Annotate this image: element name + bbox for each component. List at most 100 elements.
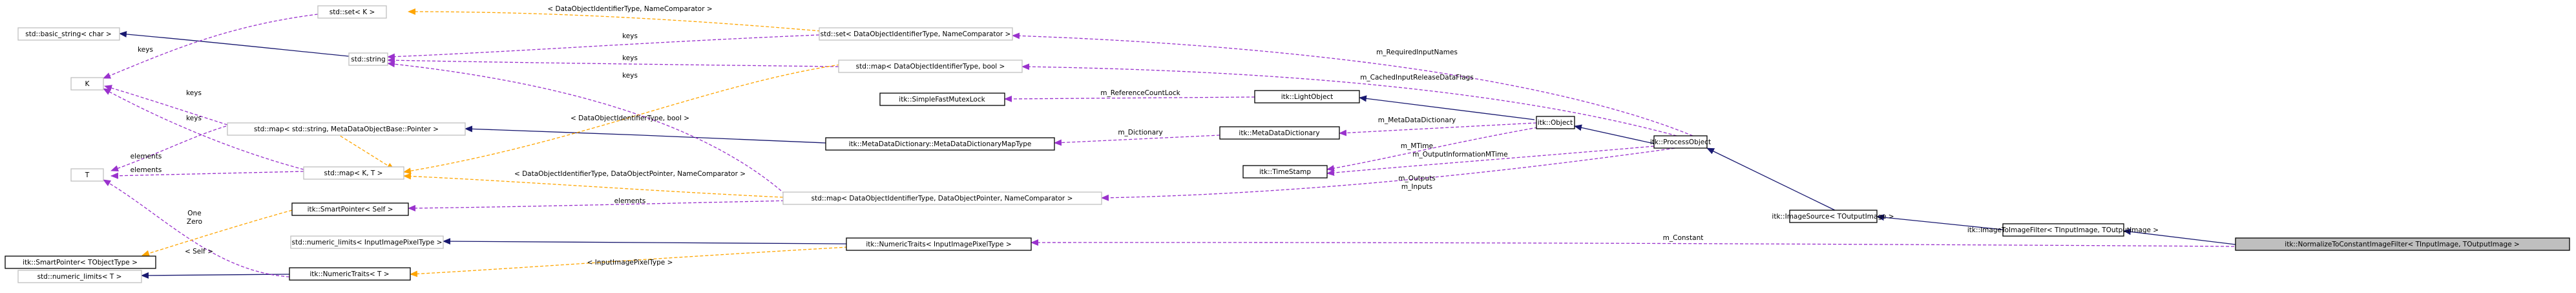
node-label: itk::SmartPointer< Self > xyxy=(308,206,393,213)
node-label: itk::ProcessObject xyxy=(1650,138,1711,146)
node-itk-numerictraits-t[interactable]: itk::NumericTraits< T > xyxy=(289,267,411,281)
node-label: itk::ImageSource< TOutputImage > xyxy=(1772,213,1894,221)
edge-label-keys-map-pointer: keys xyxy=(622,72,638,80)
node-label: std::set< K > xyxy=(330,8,375,16)
edge-label-m-mtime: m_MTime xyxy=(1401,142,1433,150)
edge-template-map-string-pointer xyxy=(335,133,395,170)
edge-usage-m-outputs xyxy=(1101,147,1681,201)
edge-inherit-string-to-basicstring xyxy=(119,30,350,57)
edge-label-m-output-information-mtime: m_OutputInformationMTime xyxy=(1412,151,1508,158)
edge-labels: m_Constant m_Outputs m_Inputs m_Required… xyxy=(131,5,1704,266)
edge-label-m-constant: m_Constant xyxy=(1663,234,1704,242)
node-itk-timestamp[interactable]: itk::TimeStamp xyxy=(1242,165,1328,179)
node-t[interactable]: T xyxy=(70,168,104,182)
node-label: itk::NormalizeToConstantImageFilter< TIn… xyxy=(2285,241,2519,248)
node-label: std::numeric_limits< T > xyxy=(37,273,122,281)
edge-label-tpl-self: < Self > xyxy=(185,248,213,255)
node-std-numeric-limits-t[interactable]: std::numeric_limits< T > xyxy=(17,270,142,283)
node-label: itk::NumericTraits< T > xyxy=(309,270,389,278)
edges xyxy=(103,8,2236,279)
node-std-map-kt[interactable]: std::map< K, T > xyxy=(303,166,404,180)
node-label: std::basic_string< char > xyxy=(25,30,111,38)
node-std-string[interactable]: std::string xyxy=(348,52,388,66)
edge-usage-keys-map-pointer xyxy=(387,61,786,195)
node-std-map-dataobject-bool[interactable]: std::map< DataObjectIdentifierType, bool… xyxy=(838,60,1023,73)
node-itk-image-to-image[interactable]: itk::ImageToImageFilter< TInputImage, TO… xyxy=(1967,223,2159,237)
edge-template-smartpointer-self xyxy=(141,210,293,257)
edge-label-m-cached-input-release: m_CachedInputReleaseDataFlags xyxy=(1360,74,1474,81)
node-label: std::set< DataObjectIdentifierType, Name… xyxy=(821,30,1011,38)
node-std-map-string-pointer[interactable]: std::map< std::string, MetaDataObjectBas… xyxy=(227,122,466,136)
edge-inherit-object-to-lightobject xyxy=(1359,95,1535,120)
node-itk-smartpointer-t[interactable]: itk::SmartPointer< TObjectType > xyxy=(5,255,156,269)
edge-usage-keys-set-k xyxy=(103,14,319,79)
node-label: itk::Object xyxy=(1538,119,1573,127)
edge-usage-keys-map-bool xyxy=(387,57,839,67)
edge-usage-m-metadata-dictionary xyxy=(1339,122,1537,136)
edge-usage-elements-stdmap-string xyxy=(110,125,227,172)
edge-label-keys-map-bool: keys xyxy=(622,54,638,62)
edge-label-m-dictionary: m_Dictionary xyxy=(1118,129,1162,136)
edge-usage-elements-smartpointer xyxy=(408,200,795,212)
node-label: itk::TimeStamp xyxy=(1259,168,1311,176)
edge-template-map-bool xyxy=(403,64,841,175)
node-itk-process-object[interactable]: itk::ProcessObject xyxy=(1650,135,1711,149)
edge-label-m-required-input-names: m_RequiredInputNames xyxy=(1376,49,1458,56)
node-label: std::map< DataObjectIdentifierType, Data… xyxy=(812,195,1073,202)
edge-label-keys-stdmap-kt: keys xyxy=(186,114,202,122)
edge-label-m-metadata-dictionary: m_MetaDataDictionary xyxy=(1378,116,1456,124)
node-itk-light-object[interactable]: itk::LightObject xyxy=(1254,90,1360,103)
edge-label-zero: Zero xyxy=(187,218,202,226)
edge-label-elements-smartpointer: elements xyxy=(614,197,646,205)
edge-usage-m-constant xyxy=(1031,239,2235,247)
edge-usage-keys-stdmap-string xyxy=(104,85,228,125)
edge-usage-keys-set-dataobject xyxy=(387,34,820,60)
edge-label-elements-stdmap-string: elements xyxy=(131,153,162,160)
node-itk-image-source[interactable]: itk::ImageSource< TOutputImage > xyxy=(1772,210,1894,223)
edge-label-m-reference-count-lock: m_ReferenceCountLock xyxy=(1100,89,1180,97)
node-itk-metadata-dictionary[interactable]: itk::MetaDataDictionary xyxy=(1219,126,1340,140)
node-label: std::map< std::string, MetaDataObjectBas… xyxy=(254,125,439,133)
node-std-numeric-limits-input[interactable]: std::numeric_limits< InputImagePixelType… xyxy=(290,235,444,249)
node-label: itk::SmartPointer< TObjectType > xyxy=(23,259,138,266)
node-label: itk::LightObject xyxy=(1281,93,1334,101)
node-itk-smartpointer-self[interactable]: itk::SmartPointer< Self > xyxy=(291,202,409,216)
node-itk-metadata-maptype[interactable]: itk::MetaDataDictionary::MetaDataDiction… xyxy=(825,137,1055,151)
edge-label-keys-stdmap-string: keys xyxy=(186,89,202,97)
edge-label-elements-stdmap-kt: elements xyxy=(131,166,162,174)
node-k[interactable]: K xyxy=(70,77,104,91)
edge-template-set-dataobject xyxy=(408,8,821,32)
edge-inherit-imagetoimage-to-imagesource xyxy=(1876,214,2004,230)
edge-inherit-numericlimits-input xyxy=(443,238,847,245)
node-label: itk::MetaDataDictionary xyxy=(1239,129,1319,137)
edge-label-one: One xyxy=(187,210,201,217)
node-label: itk::SimpleFastMutexLock xyxy=(899,96,985,103)
edge-label-keys-set-dataobject: keys xyxy=(622,32,638,40)
node-std-set-dataobject[interactable]: std::set< DataObjectIdentifierType, Name… xyxy=(819,27,1013,41)
node-itk-numerictraits-input[interactable]: itk::NumericTraits< InputImagePixelType … xyxy=(846,237,1032,251)
edge-label-tpl-name-comparator: < DataObjectIdentifierType, NameComparat… xyxy=(547,5,712,13)
edge-label-keys-set-k: keys xyxy=(138,46,153,54)
node-label: std::map< K, T > xyxy=(324,169,383,177)
node-label: K xyxy=(85,80,90,88)
node-label: itk::ImageToImageFilter< TInputImage, TO… xyxy=(1967,226,2159,234)
node-label: std::string xyxy=(351,56,385,63)
edge-usage-m-dictionary xyxy=(1054,135,1220,146)
edge-label-tpl-bool: < DataObjectIdentifierType, bool > xyxy=(571,114,689,122)
edge-inherit-normalize-to-imagetoimage xyxy=(2123,228,2236,245)
node-itk-simple-mutex[interactable]: itk::SimpleFastMutexLock xyxy=(879,92,1005,106)
node-std-map-dataobject-pointer[interactable]: std::map< DataObjectIdentifierType, Data… xyxy=(782,191,1102,205)
edge-inherit-numericlimits-t xyxy=(141,272,290,279)
edge-usage-m-reference-count-lock xyxy=(1004,95,1255,102)
node-label: itk::MetaDataDictionary::MetaDataDiction… xyxy=(849,140,1032,148)
edge-usage-m-mtime xyxy=(1326,127,1538,172)
node-std-basic-string[interactable]: std::basic_string< char > xyxy=(17,27,120,41)
node-itk-normalize[interactable]: itk::NormalizeToConstantImageFilter< TIn… xyxy=(2235,237,2570,251)
node-label: std::numeric_limits< InputImagePixelType… xyxy=(292,239,443,246)
edge-label-m-outputs: m_Outputs xyxy=(1398,175,1435,182)
node-label: itk::NumericTraits< InputImagePixelType … xyxy=(866,241,1011,248)
node-std-set-k[interactable]: std::set< K > xyxy=(317,5,387,19)
edge-template-map-pointer xyxy=(403,173,784,198)
node-itk-object[interactable]: itk::Object xyxy=(1536,116,1575,129)
